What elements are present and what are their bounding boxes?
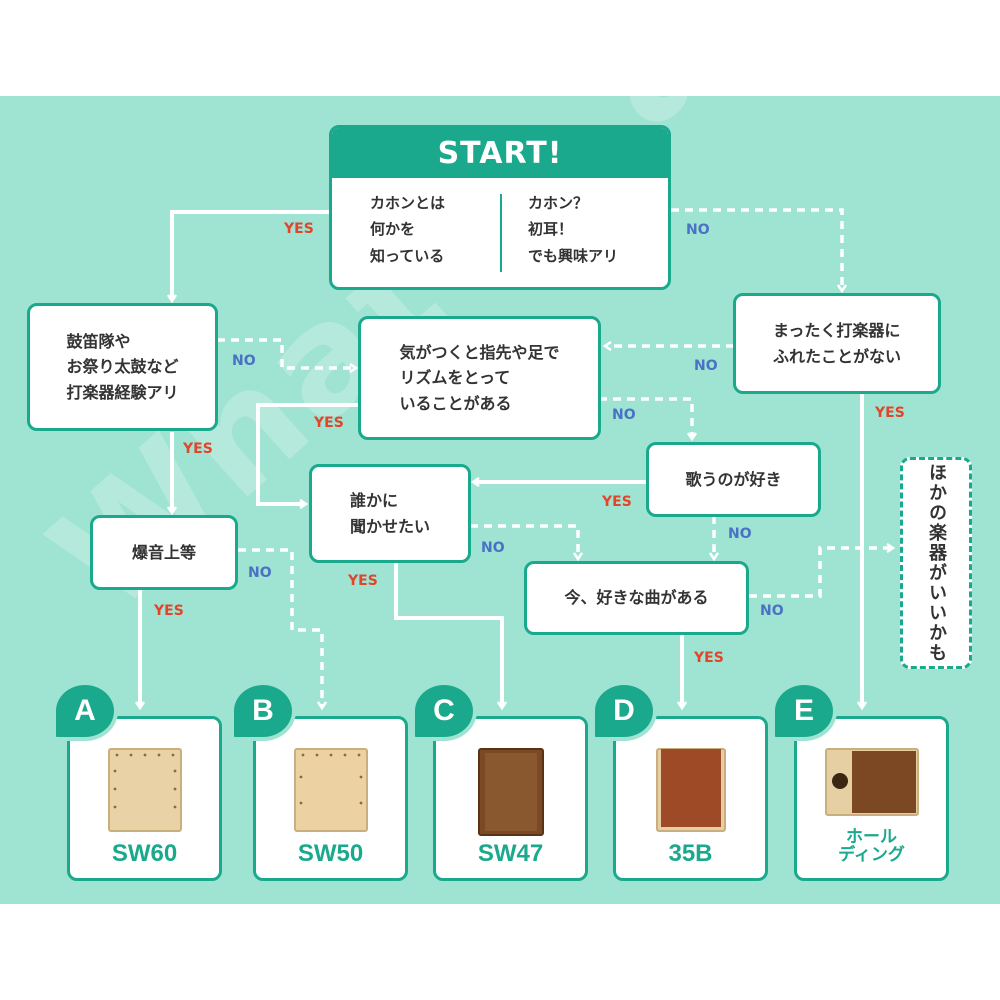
question-favorite-song: 今、好きな曲がある — [524, 561, 749, 635]
model-name-d: 35B — [668, 839, 713, 867]
badge-a: A — [52, 681, 118, 741]
question-drum-text: 鼓笛隊や お祭り太鼓など 打楽器経験アリ — [66, 331, 179, 402]
label-yes-rhythm: YES — [314, 415, 344, 431]
result-card-c: SW47 — [433, 716, 588, 881]
label-yes-loud: YES — [154, 603, 184, 619]
start-box: START! カホンとは 何かを 知っている カホン？ 初耳！ でも興味アリ — [329, 125, 671, 290]
question-rhythm-text: 気がつくと指先や足で リズムをとって いることがある — [399, 342, 560, 413]
question-never-percussion: まったく打楽器に ふれたことがない — [733, 293, 941, 394]
label-yes-never: YES — [875, 405, 905, 421]
cajon-image-d — [655, 748, 726, 832]
label-no-loud: NO — [248, 565, 272, 581]
cajon-image-e — [824, 748, 919, 816]
result-card-b: SW50 — [253, 716, 408, 881]
question-sing-text: 歌うのが好き — [685, 469, 782, 489]
cajon-image-b — [293, 748, 368, 832]
question-want-audience: 誰かに 聞かせたい — [309, 464, 471, 563]
start-option-yes: カホンとは 何かを 知っている — [370, 194, 446, 265]
start-title: START! — [332, 128, 668, 178]
question-never-text: まったく打楽器に ふれたことがない — [772, 320, 901, 366]
question-song-text: 今、好きな曲がある — [564, 588, 709, 608]
badge-c: C — [411, 681, 477, 741]
result-card-a: SW60 — [67, 716, 222, 881]
label-no-song: NO — [760, 603, 784, 619]
other-instrument-text: ほかの楽器がいいかも — [926, 463, 947, 663]
label-yes-sing: YES — [602, 494, 632, 510]
cajon-image-c — [477, 748, 544, 836]
label-no-never: NO — [694, 358, 718, 374]
model-name-a: SW60 — [111, 839, 178, 867]
question-listen-text: 誰かに 聞かせたい — [349, 490, 430, 536]
question-loud-ok: 爆音上等 — [90, 515, 238, 590]
label-no-start: NO — [686, 222, 710, 238]
badge-e: E — [771, 681, 837, 741]
question-drum-experience: 鼓笛隊や お祭り太鼓など 打楽器経験アリ — [27, 303, 218, 431]
cajon-image-a — [107, 748, 182, 832]
start-option-no: カホン？ 初耳！ でも興味アリ — [528, 194, 619, 265]
question-rhythm: 気がつくと指先や足で リズムをとって いることがある — [358, 316, 601, 440]
label-no-listen: NO — [481, 540, 505, 556]
question-loud-text: 爆音上等 — [131, 542, 196, 562]
badge-b: B — [230, 681, 296, 741]
label-no-drum: NO — [232, 353, 256, 369]
label-no-sing: NO — [728, 526, 752, 542]
question-like-singing: 歌うのが好き — [646, 442, 821, 517]
label-yes-listen: YES — [348, 573, 378, 589]
model-name-b: SW50 — [297, 839, 364, 867]
label-yes-song: YES — [694, 650, 724, 666]
model-name-e: ホール ディング — [838, 827, 905, 865]
result-card-d: 35B — [613, 716, 768, 881]
label-no-rhythm: NO — [612, 407, 636, 423]
label-yes-drum: YES — [183, 441, 213, 457]
label-yes-start: YES — [284, 221, 314, 237]
start-divider — [500, 194, 502, 272]
result-card-e: ホール ディング — [794, 716, 949, 881]
model-name-c: SW47 — [477, 839, 544, 867]
badge-d: D — [591, 681, 657, 741]
result-other-instrument: ほかの楽器がいいかも — [900, 457, 972, 669]
